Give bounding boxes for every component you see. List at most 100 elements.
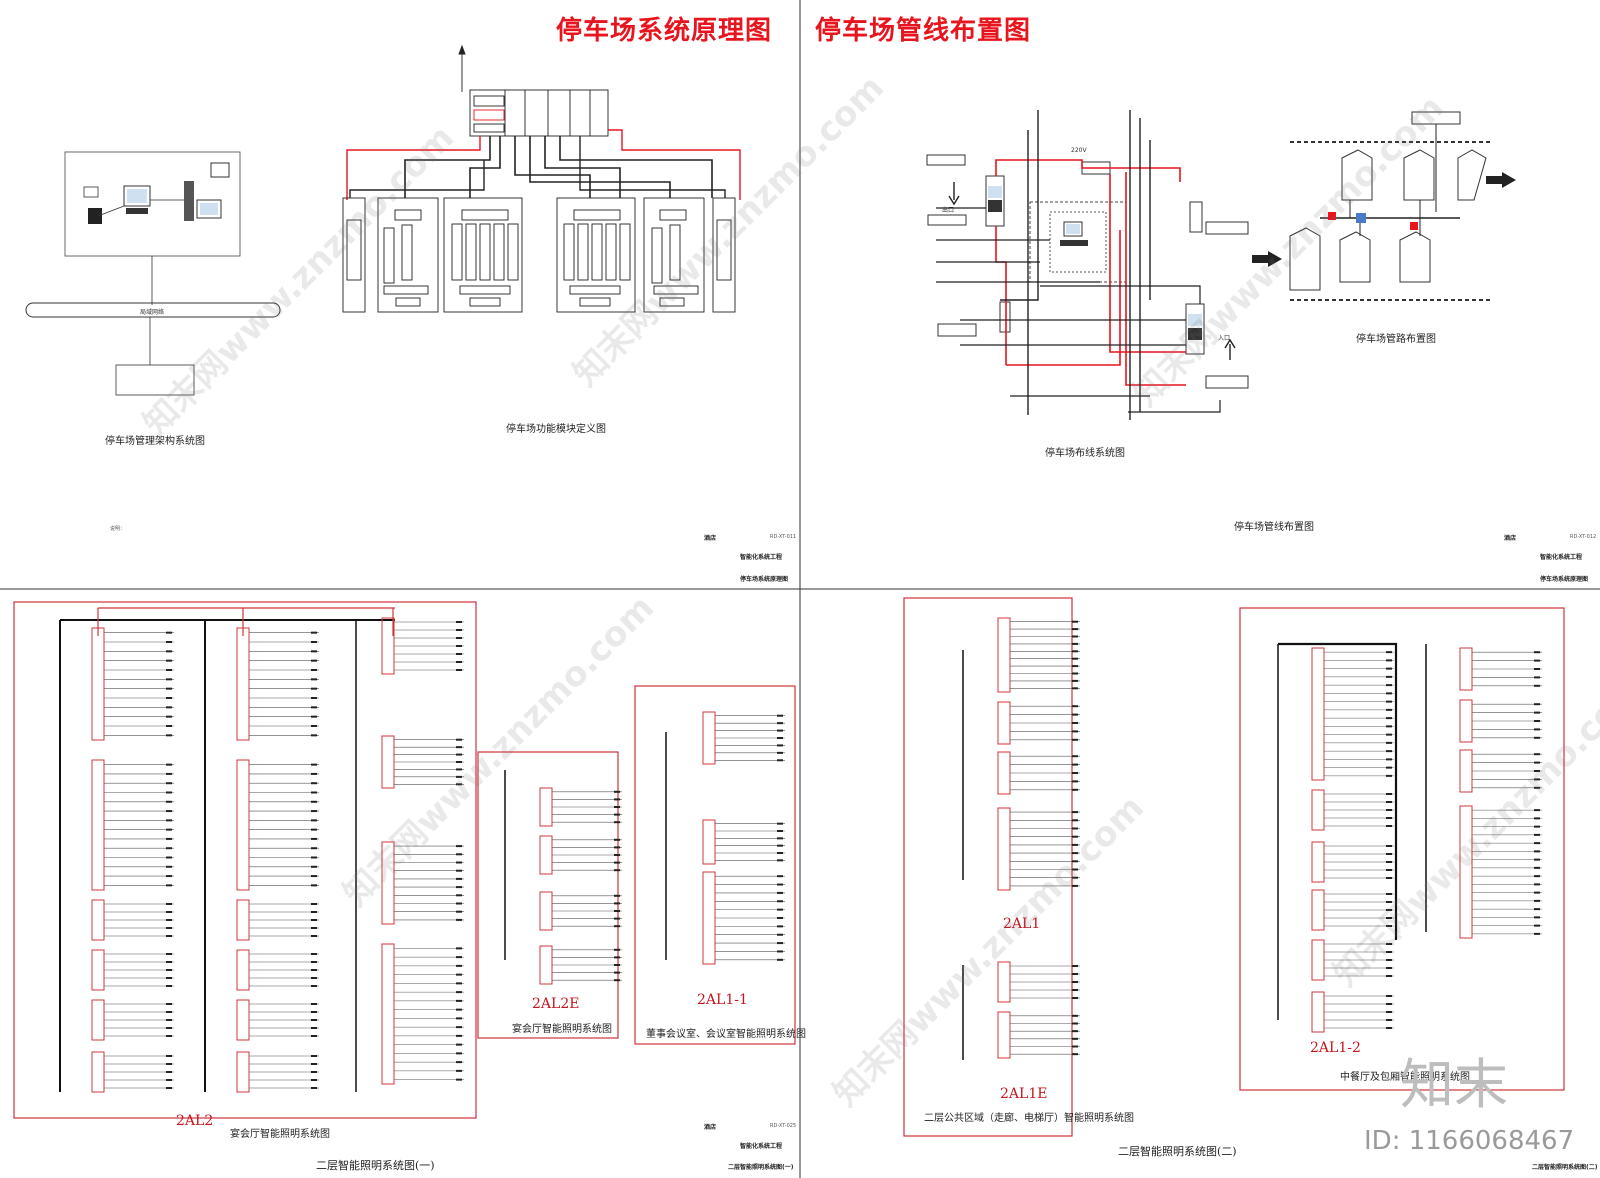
stamp-bl-no: RD-XT-025 — [770, 1123, 797, 1129]
circuit-terminal — [1534, 668, 1540, 670]
exit-arrow-label: 出口 — [942, 207, 955, 214]
lighting-module — [539, 891, 553, 931]
circuit-terminal — [456, 973, 462, 976]
lighting-module — [91, 899, 105, 941]
circuit-terminal — [456, 1017, 462, 1020]
circuit-terminal — [1534, 833, 1540, 836]
stamp-tl-no: RD-XT-011 — [770, 534, 797, 540]
circuit-terminal — [777, 830, 783, 832]
circuit-terminal — [777, 883, 783, 886]
circuit-terminal — [777, 908, 783, 911]
circuit-terminal — [166, 969, 172, 971]
lighting-module — [702, 819, 716, 865]
circuit-terminal — [1072, 763, 1078, 766]
circuit-terminal — [456, 783, 462, 786]
circuit-terminal — [456, 1026, 462, 1029]
circuit-terminal — [777, 722, 783, 725]
circuit-terminal — [311, 977, 317, 979]
circuit-terminal — [311, 819, 317, 822]
circuit-terminal — [311, 919, 317, 921]
circuit-terminal — [1072, 989, 1078, 991]
voltage-label: 220V — [1071, 147, 1087, 154]
circuit-terminal — [311, 631, 317, 634]
circuit-terminal — [166, 772, 172, 775]
circuit-terminal — [1386, 877, 1392, 879]
circuit-terminal — [456, 1008, 462, 1011]
circuit-terminal — [456, 637, 462, 639]
circuit-terminal — [1072, 705, 1078, 708]
circuit-terminal — [166, 1079, 172, 1081]
circuit-terminal — [777, 852, 783, 854]
circuit-terminal — [1072, 868, 1078, 871]
lighting-module — [91, 627, 105, 741]
circuit-terminal — [166, 919, 172, 921]
floor2-lighting-1-frames — [13, 601, 796, 1119]
circuit-terminal — [1534, 908, 1540, 911]
panel-2al2: 2AL2 — [176, 1113, 214, 1129]
circuit-terminal — [614, 948, 620, 951]
circuit-terminal — [1386, 717, 1392, 720]
circuit-terminal — [777, 837, 783, 840]
circuit-terminal — [311, 678, 317, 681]
pipe-layout-diagram — [1252, 111, 1516, 301]
circuit-terminal — [311, 669, 317, 671]
network-label: 局域网络 — [140, 309, 165, 316]
caption-floor2-lighting-2: 二层智能照明系统图(二) — [1118, 1145, 1237, 1158]
circuit-terminal — [1386, 733, 1392, 736]
circuit-terminal — [1534, 875, 1540, 878]
circuit-terminal — [1386, 651, 1392, 654]
circuit-terminal — [1072, 642, 1078, 645]
lighting-module — [381, 943, 395, 1085]
lighting-module — [381, 735, 395, 789]
circuit-terminal — [311, 935, 317, 937]
stamp-tr-no: RD-XT-012 — [1570, 534, 1597, 540]
lighting-module — [997, 751, 1011, 795]
circuit-terminal — [1386, 943, 1392, 945]
circuit-terminal — [166, 782, 172, 785]
panel-2al1: 2AL1 — [1003, 916, 1041, 932]
circuit-terminal — [1072, 679, 1078, 682]
circuit-terminal — [456, 964, 462, 967]
lighting-module — [381, 617, 395, 675]
circuit-terminal — [1534, 753, 1540, 756]
lighting-module — [1311, 889, 1325, 931]
caption-dining-lighting: 中餐厅及包厢智能照明系统图 — [1340, 1072, 1470, 1083]
circuit-terminal — [777, 737, 783, 739]
circuit-terminal — [1072, 819, 1078, 822]
circuit-terminal — [777, 942, 783, 945]
circuit-terminal — [1386, 925, 1392, 927]
circuit-terminal — [1534, 703, 1540, 706]
circuit-terminal — [166, 875, 172, 878]
circuit-terminal — [1072, 1022, 1078, 1025]
circuit-terminal — [166, 659, 172, 662]
circuit-terminal — [1534, 916, 1540, 919]
circuit-terminal — [1534, 736, 1540, 739]
circuit-terminal — [1072, 965, 1078, 967]
circuit-terminal — [1072, 772, 1078, 774]
circuit-terminal — [614, 925, 620, 928]
circuit-terminal — [456, 991, 462, 994]
lighting-module — [1459, 749, 1473, 793]
circuit-terminal — [166, 828, 172, 831]
circuit-terminal — [1386, 774, 1392, 777]
circuit-terminal — [777, 714, 783, 717]
circuit-terminal — [456, 661, 462, 663]
lighting-module — [539, 945, 553, 985]
circuit-terminal — [777, 759, 783, 762]
circuit-terminal — [1072, 843, 1078, 846]
circuit-terminal — [1534, 786, 1540, 789]
stamp-tr-hotel: 酒店 — [1504, 535, 1517, 542]
circuit-terminal — [1072, 665, 1078, 668]
circuit-terminal — [456, 869, 462, 872]
circuit-terminal — [1072, 730, 1078, 733]
circuit-terminal — [456, 1034, 462, 1037]
circuit-terminal — [1386, 825, 1392, 827]
circuit-terminal — [456, 1078, 462, 1081]
circuit-terminal — [166, 819, 172, 822]
circuit-terminal — [1072, 1030, 1078, 1033]
stamp-tl-project: 智能化系统工程 — [740, 554, 783, 561]
circuit-terminal — [166, 706, 172, 709]
caption-meeting-lighting: 董事会议室、会议室智能照明系统图 — [646, 1029, 806, 1040]
circuit-terminal — [166, 734, 172, 737]
lighting-module — [236, 759, 250, 891]
